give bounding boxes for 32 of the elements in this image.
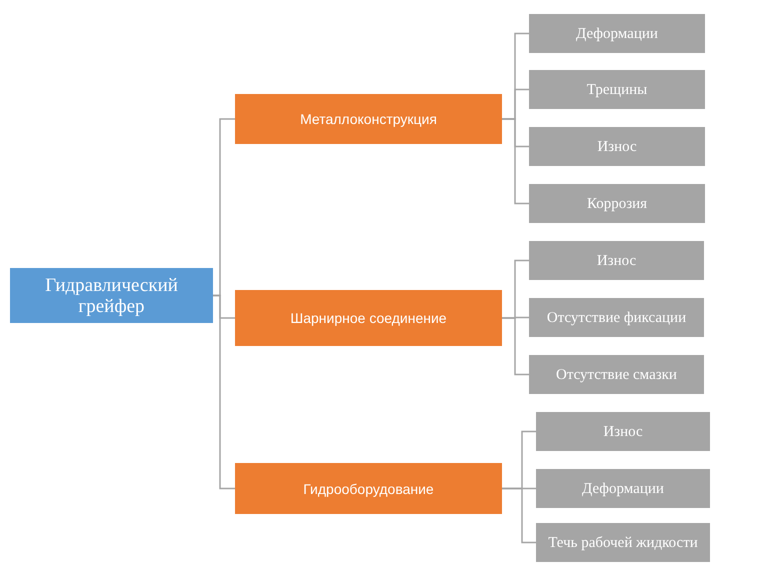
connector-line: [502, 118, 529, 204]
connector-line: [213, 294, 235, 490]
node-label: Гидравлический грейфер: [44, 274, 179, 316]
defect-box: [529, 14, 705, 53]
node-label: Износ: [596, 252, 636, 268]
node-label: Деформации: [582, 480, 664, 496]
category-box: [235, 290, 502, 346]
node-label: Износ: [597, 138, 637, 154]
node-label: Гидрооборудование: [303, 480, 434, 496]
node-label: Коррозия: [586, 196, 648, 212]
node-label: Износ: [603, 424, 643, 440]
defect-box: [536, 523, 710, 562]
root-box: [10, 268, 213, 323]
node-label: Деформации: [576, 26, 658, 42]
node-label: Металлоконструкция: [300, 111, 437, 127]
defect-box: [529, 355, 704, 394]
node-label: Отсутствие фиксации: [546, 310, 686, 326]
node-label: Течь рабочей жидкости: [548, 534, 698, 550]
defect-box: [529, 184, 705, 223]
connector-line: [502, 317, 529, 376]
defect-box: [529, 241, 704, 280]
node-label: Шарнирное соединение: [290, 310, 447, 326]
node-label: Отсутствие смазки: [556, 366, 677, 382]
node-label: Трещины: [586, 82, 648, 98]
defect-box: [529, 70, 705, 109]
defect-box: [536, 412, 710, 451]
defect-box: [536, 469, 710, 508]
defect-box: [529, 127, 705, 166]
category-box: [235, 94, 502, 144]
connector-line: [502, 488, 536, 544]
defect-box: [529, 298, 704, 337]
category-box: [235, 463, 502, 514]
